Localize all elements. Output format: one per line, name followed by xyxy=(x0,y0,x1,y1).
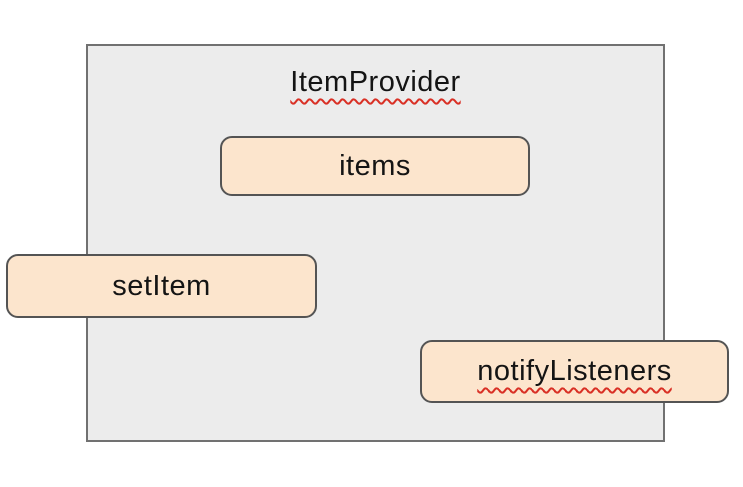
itemprovider-container-box: ItemProvider items setItem notifyListene… xyxy=(6,44,729,442)
container-title-row: ItemProvider xyxy=(88,66,663,99)
node-items: items xyxy=(220,136,530,196)
container-title-label: ItemProvider xyxy=(290,66,461,98)
node-notifylisteners: notifyListeners xyxy=(420,340,729,403)
node-notifylisteners-label: notifyListeners xyxy=(477,355,672,387)
node-items-label: items xyxy=(339,149,411,182)
node-setitem-label: setItem xyxy=(112,269,211,302)
node-setitem: setItem xyxy=(6,254,317,318)
